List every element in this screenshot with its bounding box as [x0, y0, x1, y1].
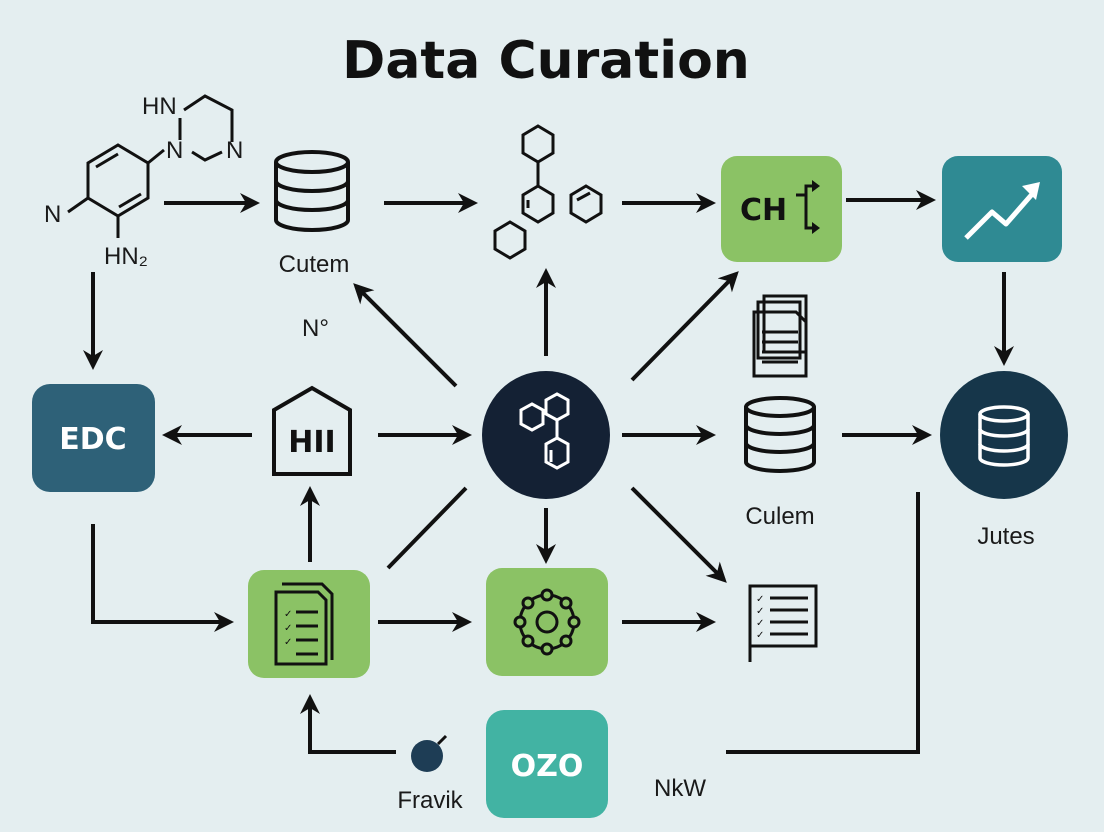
molecule-text-n1: N	[166, 137, 183, 164]
ozo-box-label: OZO	[511, 749, 584, 784]
svg-text:✓: ✓	[284, 637, 292, 648]
molecule-text-hn: HN	[142, 93, 177, 120]
edc-box	[32, 384, 155, 492]
ch-box-node: CH	[721, 156, 842, 262]
trend-box	[942, 156, 1062, 262]
branch-arrows-icon	[796, 180, 820, 234]
house-label: HII	[288, 425, 335, 460]
svg-text:✓: ✓	[756, 594, 764, 605]
arrow-hub-to-database-top	[353, 283, 458, 388]
ch-box	[721, 156, 842, 262]
network-box	[486, 568, 608, 676]
svg-text:✓: ✓	[756, 630, 764, 641]
fravik-node: Fravik	[397, 734, 464, 814]
trend-box-node	[942, 156, 1062, 262]
database-icon	[274, 150, 350, 232]
network-box-node	[486, 568, 608, 676]
house-node: HII	[272, 385, 352, 476]
trending-up-icon	[964, 182, 1040, 240]
arrow-hub-to-ch	[630, 271, 739, 382]
svg-text:✓: ✓	[756, 618, 764, 629]
ch-box-label: CH	[740, 193, 787, 228]
checklist-documents-icon: ✓ ✓ ✓	[274, 582, 334, 666]
molecule-hub-icon	[519, 392, 570, 470]
line-nkw-to-jutes	[726, 492, 920, 754]
connectors	[83, 190, 1014, 754]
molecule-text-hn2: HN₂	[104, 243, 148, 270]
jutes-label: Jutes	[977, 523, 1034, 550]
molecule-text-n3: N	[44, 201, 61, 228]
line-hub-to-checklist	[386, 486, 468, 570]
ozo-box-node: OZO	[486, 710, 608, 818]
jutes-node: Jutes	[940, 371, 1068, 550]
svg-text:✓: ✓	[756, 606, 764, 617]
arrow-hub-to-checklist-flag	[630, 486, 727, 583]
nkw-label: NkW	[654, 775, 706, 802]
arrow-fravik-to-checklist	[300, 694, 396, 754]
house-icon	[272, 385, 352, 476]
fravik-label: Fravik	[397, 787, 463, 814]
aminopyridine-molecule-icon: HN N N N HN₂	[44, 93, 243, 270]
center-hub	[482, 371, 610, 499]
checklist-box	[248, 570, 370, 678]
svg-text:✓: ✓	[284, 609, 292, 620]
database-circle-icon	[978, 405, 1030, 467]
database-top-node: Cutem	[274, 150, 350, 278]
arrow-edc-to-checklist	[91, 524, 234, 632]
diagram-title: Data Curation	[342, 31, 750, 91]
ozo-box	[486, 710, 608, 818]
molecule-text-n2: N	[226, 137, 243, 164]
database-top-label: Cutem	[279, 251, 350, 278]
database-icon	[744, 396, 816, 473]
center-hub-node	[482, 371, 610, 499]
n-degree-label: N°	[302, 315, 329, 342]
database-mid-node: Culem	[744, 396, 816, 530]
database-mid-label: Culem	[745, 503, 814, 530]
network-gear-icon	[513, 588, 581, 656]
edc-box-node: EDC	[32, 384, 155, 492]
bomb-dot-icon	[411, 734, 448, 772]
edc-box-label: EDC	[59, 422, 126, 457]
checklist-box-node: ✓ ✓ ✓	[248, 570, 370, 678]
hexagon-rings-icon	[493, 124, 603, 260]
documents-icon	[752, 294, 808, 378]
svg-text:✓: ✓	[284, 623, 292, 634]
checklist-flag-icon: ✓ ✓ ✓ ✓	[748, 584, 818, 662]
